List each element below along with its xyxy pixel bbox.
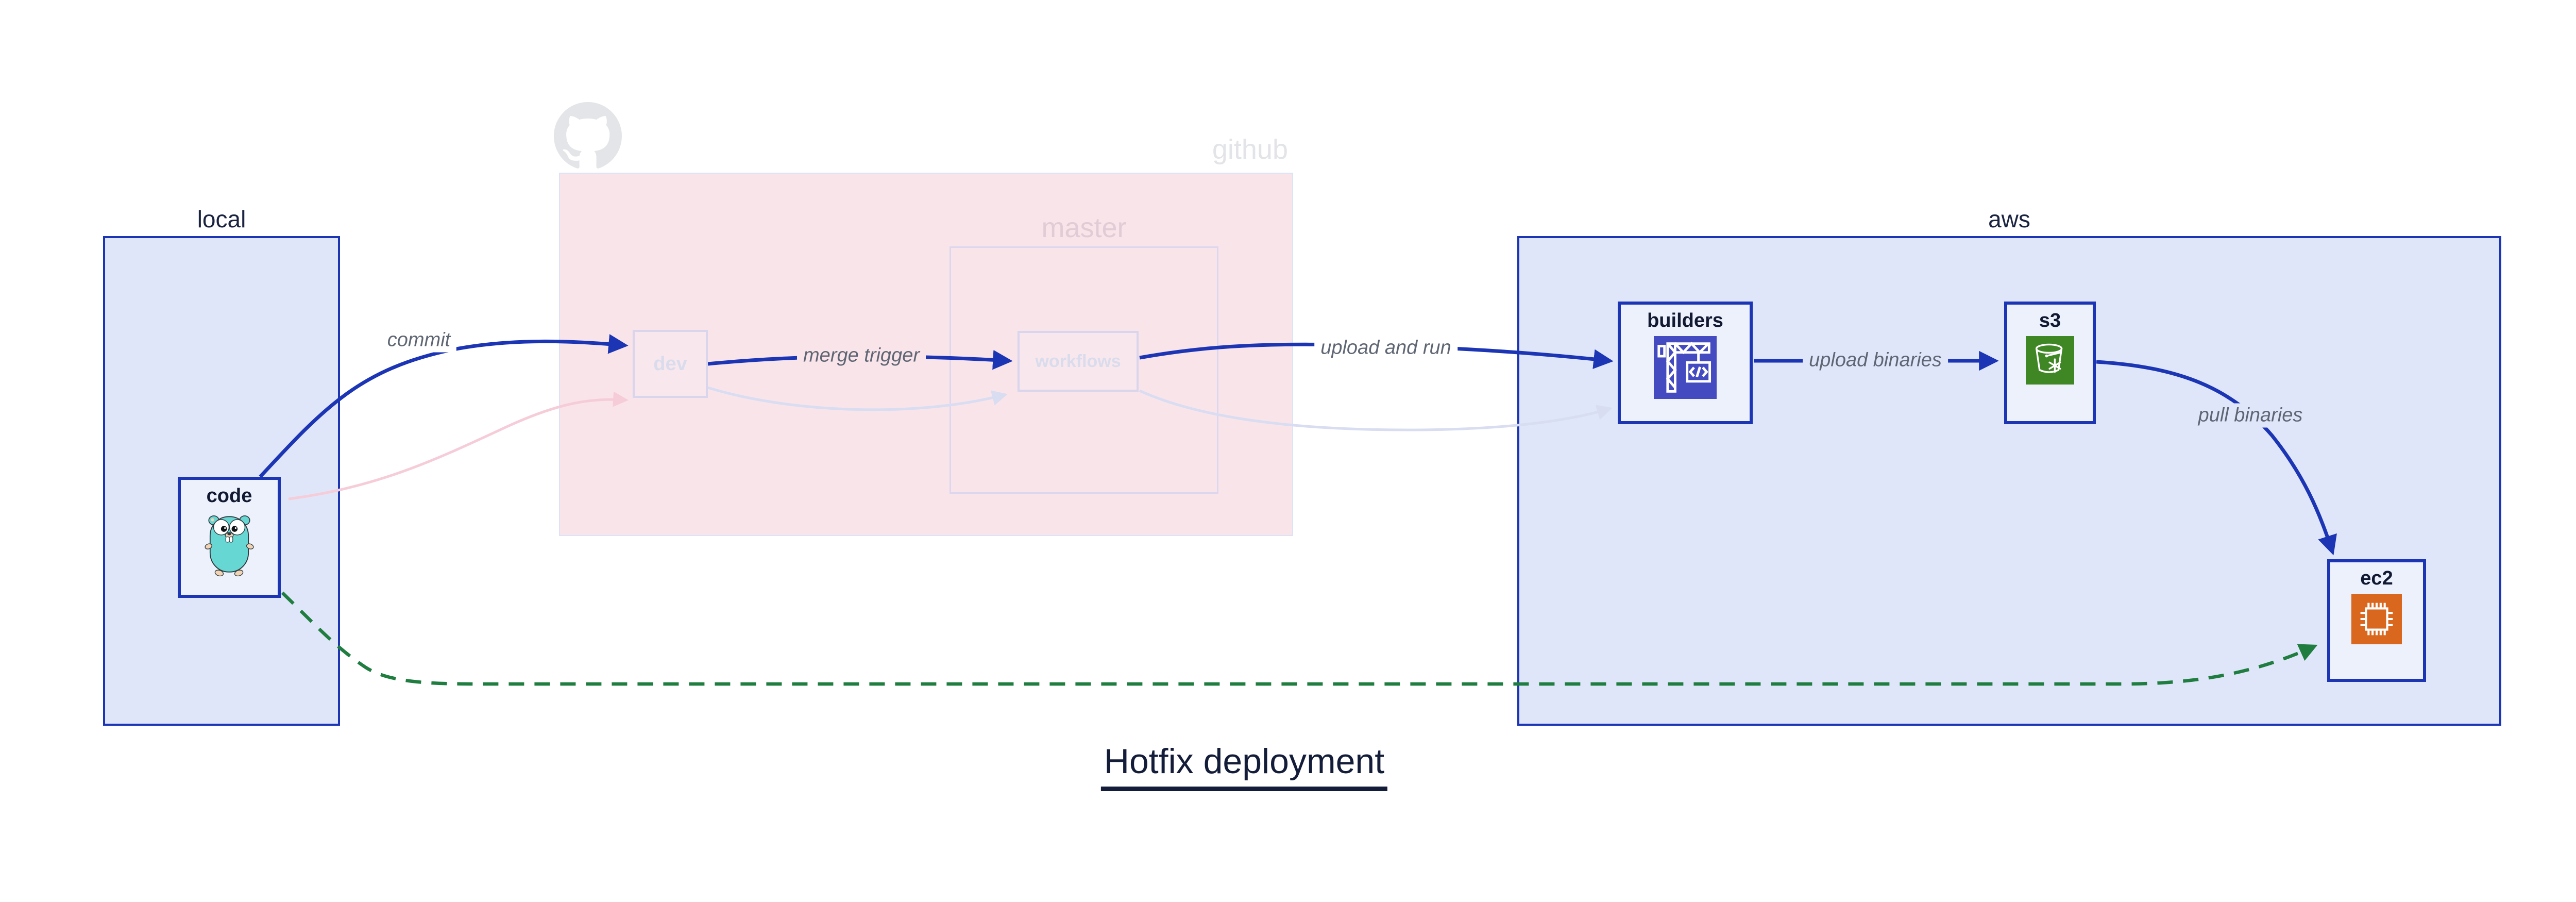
node-ec2-label: ec2	[2360, 567, 2393, 589]
node-workflows: workflows	[1018, 331, 1139, 392]
cluster-master: master	[950, 212, 1218, 494]
edge-label-upload-and-run: upload and run	[1314, 336, 1458, 360]
github-octocat-icon	[554, 102, 622, 173]
go-gopher-icon	[181, 511, 278, 580]
ec2-chip-icon	[2330, 594, 2423, 647]
node-s3: s3	[2004, 302, 2096, 424]
cluster-local-label: local	[197, 206, 246, 232]
diagram-title: Hotfix deployment	[1100, 741, 1388, 791]
edge-label-commit: commit	[381, 328, 457, 353]
edge-label-merge-trigger: merge trigger	[797, 343, 926, 368]
node-code: code	[178, 477, 281, 598]
node-dev-label: dev	[653, 353, 687, 375]
node-dev: dev	[633, 330, 708, 398]
edge-label-pull-binaries: pull binaries	[2192, 403, 2309, 428]
node-builders-label: builders	[1647, 310, 1723, 331]
cluster-github-label: github	[1212, 134, 1288, 165]
node-builders: builders	[1618, 302, 1753, 424]
node-code-label: code	[206, 485, 252, 507]
edge-label-upload-binaries: upload binaries	[1803, 348, 1948, 373]
cluster-master-label: master	[1041, 212, 1127, 243]
node-ec2: ec2	[2327, 559, 2426, 682]
node-workflows-label: workflows	[1035, 351, 1121, 371]
s3-bucket-icon	[2007, 336, 2093, 387]
cluster-aws-label: aws	[1988, 206, 2030, 232]
codebuild-crane-icon	[1621, 336, 1750, 402]
node-s3-label: s3	[2039, 310, 2061, 331]
